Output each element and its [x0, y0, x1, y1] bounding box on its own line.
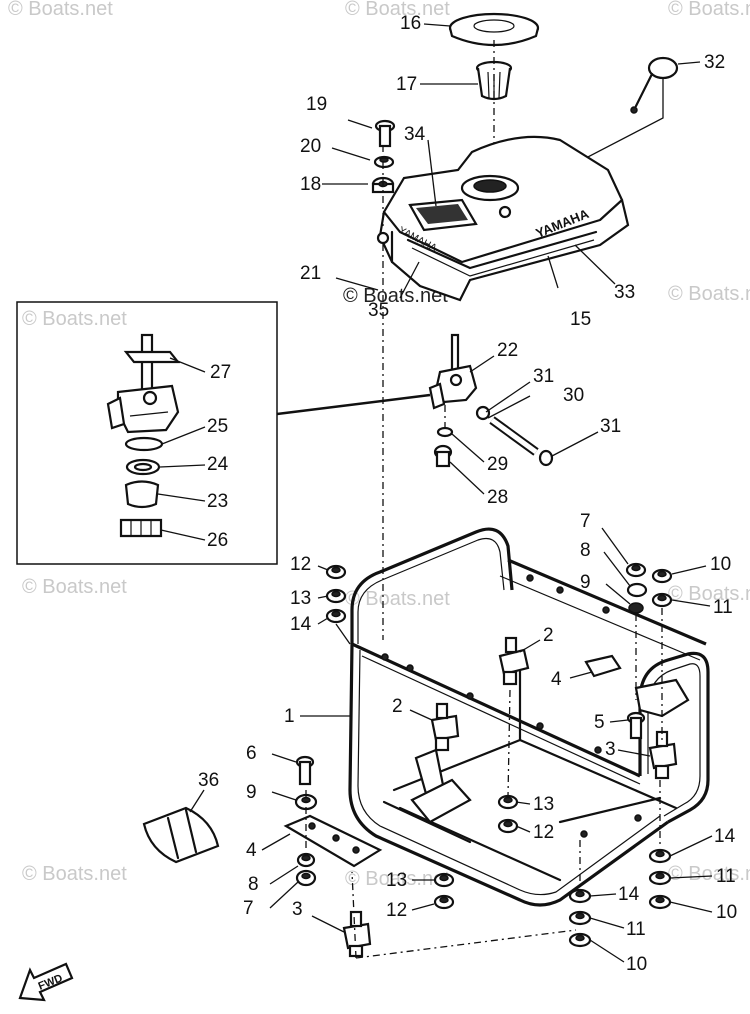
callout-30: 30	[563, 385, 584, 406]
callout-9a: 9	[580, 572, 591, 593]
callout-10b: 10	[716, 902, 737, 923]
callout-24: 24	[207, 454, 229, 475]
callout-2b: 2	[392, 696, 403, 717]
callout-17: 17	[396, 74, 417, 95]
callout-35: 35	[368, 300, 389, 321]
callout-6: 6	[246, 743, 257, 764]
watermark-bottom-center: © Boats.net	[345, 868, 450, 890]
callout-29: 29	[487, 454, 508, 475]
fwd-arrow-icon: FWD	[18, 962, 74, 1002]
watermark-mid-left: © Boats.net	[22, 308, 127, 330]
callout-22: 22	[497, 340, 518, 361]
callout-4a: 4	[551, 669, 562, 690]
callout-25: 25	[207, 416, 228, 437]
engine-mounts	[311, 636, 678, 959]
callout-3b: 3	[292, 899, 303, 920]
watermark-top-center: © Boats.net	[345, 0, 450, 20]
callout-33: 33	[614, 282, 635, 303]
fuel-cock-assembly	[428, 333, 599, 495]
callout-36: 36	[198, 770, 219, 791]
callout-3a: 3	[605, 739, 616, 760]
callout-11b: 11	[716, 866, 736, 887]
watermark-center-lower: © Boats.net	[345, 588, 450, 610]
callout-34: 34	[404, 124, 426, 145]
callout-31b: 31	[600, 416, 621, 437]
left-hardware	[317, 564, 531, 911]
callout-23: 23	[207, 491, 228, 512]
callouts: 16 17 32 19 34 20 18 21 33 15 35 27 22 3…	[198, 13, 737, 975]
callout-11a: 11	[713, 597, 733, 618]
callout-8b: 8	[248, 874, 259, 895]
right-hardware	[568, 527, 713, 963]
callout-1: 1	[284, 706, 295, 727]
fuel-tank: YAMAHA YAMAHA	[376, 135, 630, 302]
callout-26: 26	[207, 530, 228, 551]
watermark-right-lower: © Boats.net	[668, 583, 750, 605]
callout-18: 18	[300, 174, 321, 195]
watermark-top-left: © Boats.net	[8, 0, 113, 20]
callout-32: 32	[704, 52, 725, 73]
callout-8a: 8	[580, 540, 591, 561]
watermark-mid-right: © Boats.net	[668, 283, 750, 305]
callout-10c: 10	[626, 954, 647, 975]
callout-21: 21	[300, 263, 321, 284]
callout-4b: 4	[246, 840, 257, 861]
watermark-top-right: © Boats.net	[668, 0, 750, 20]
generator-frame	[300, 527, 710, 907]
callout-14b: 14	[714, 826, 736, 847]
callout-20: 20	[300, 136, 321, 157]
callout-2a: 2	[543, 625, 554, 646]
watermark-bottom-left: © Boats.net	[22, 863, 127, 885]
callout-16: 16	[400, 13, 421, 34]
callout-13a: 13	[290, 588, 311, 609]
callout-12a: 12	[290, 554, 311, 575]
tank-mount-hardware	[322, 119, 616, 640]
callout-13c: 13	[386, 870, 407, 891]
callout-10a: 10	[710, 554, 731, 575]
callout-11c: 11	[626, 919, 646, 940]
watermarks: © Boats.net © Boats.net © Boats.net © Bo…	[8, 0, 750, 890]
lower-left-parts	[142, 753, 383, 909]
callout-13b: 13	[533, 794, 554, 815]
callout-12c: 12	[386, 900, 407, 921]
callout-12b: 12	[533, 822, 554, 843]
callout-7b: 7	[243, 898, 254, 919]
callout-14a: 14	[290, 614, 312, 635]
callout-14c: 14	[618, 884, 640, 905]
callout-5: 5	[594, 712, 605, 733]
watermark-bottom-right: © Boats.net	[668, 863, 750, 885]
callout-15: 15	[570, 309, 591, 330]
callout-19: 19	[306, 94, 327, 115]
callout-28: 28	[487, 487, 508, 508]
callout-27: 27	[210, 362, 231, 383]
fuel-cock-inset	[16, 301, 431, 565]
callout-31a: 31	[533, 366, 554, 387]
watermark-left-lower: © Boats.net	[22, 576, 127, 598]
callout-7a: 7	[580, 511, 591, 532]
callout-9b: 9	[246, 782, 257, 803]
watermark-over-tank: © Boats.net	[343, 285, 448, 307]
